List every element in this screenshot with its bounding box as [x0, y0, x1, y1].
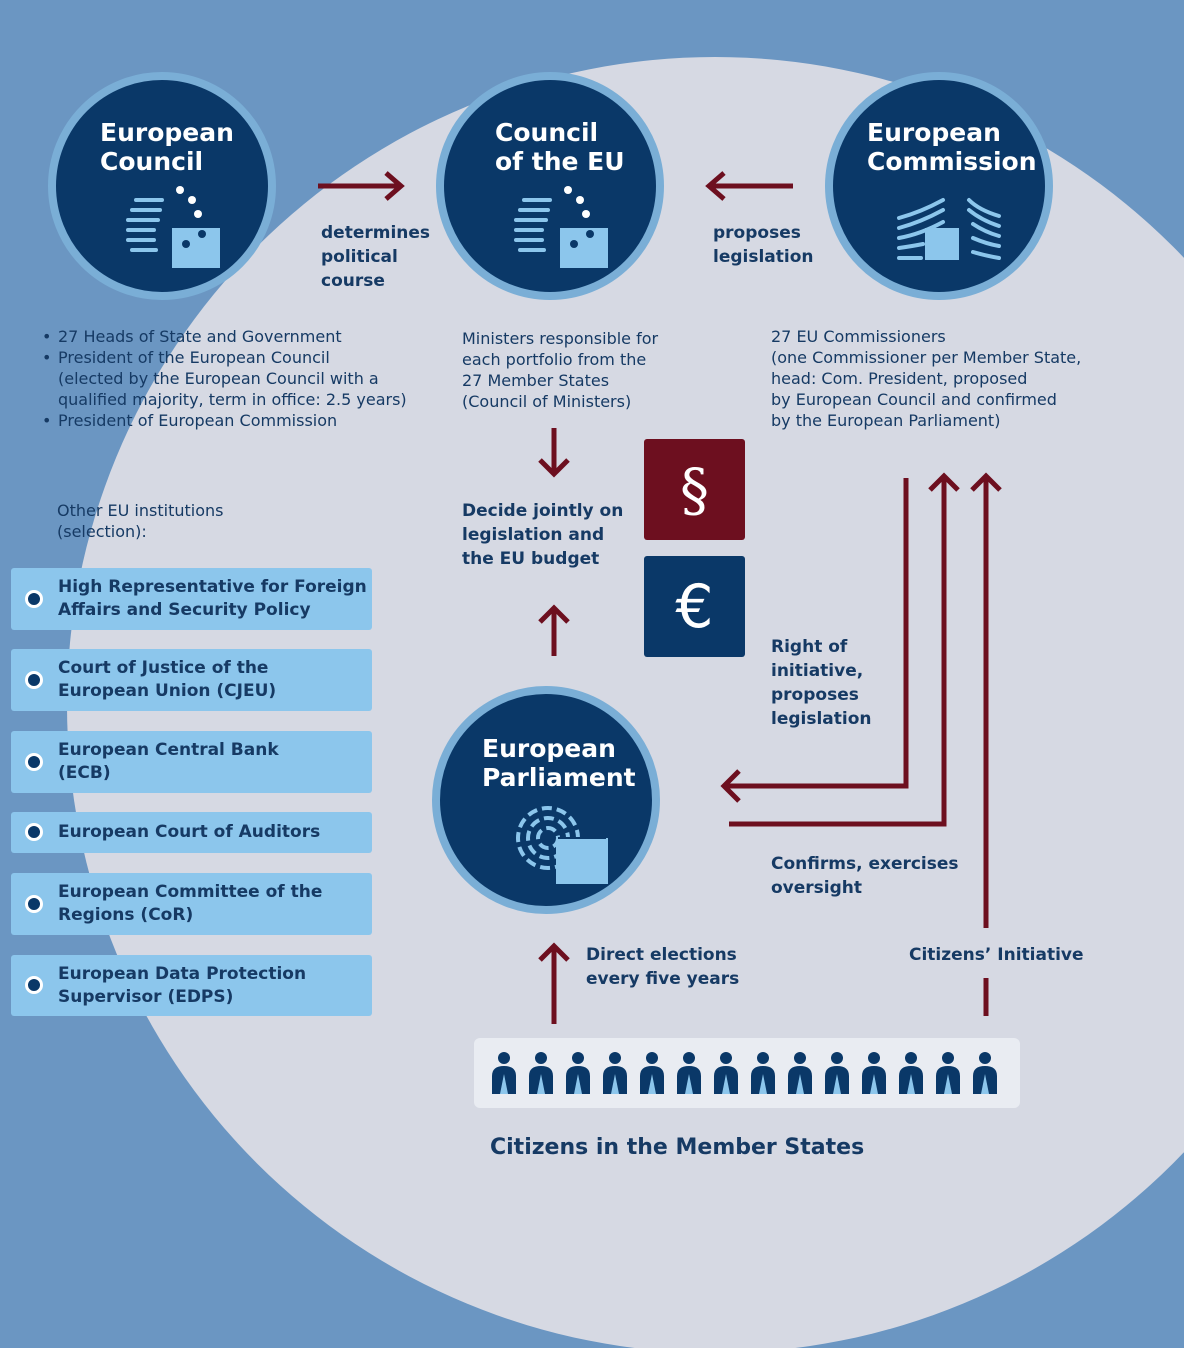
council-building-icon	[126, 186, 220, 268]
list-item: 27 Heads of State and Government	[40, 326, 407, 347]
person-icon	[640, 1052, 664, 1094]
person-icon	[936, 1052, 960, 1094]
bullet-icon	[25, 753, 43, 771]
paragraph-icon: §	[680, 455, 709, 524]
institution-box-cjeu: Court of Justice of the European Union (…	[11, 649, 372, 711]
paragraph-square: §	[644, 439, 745, 540]
bullet-icon	[25, 823, 43, 841]
institution-label: European Data Protection Supervisor (EDP…	[58, 963, 307, 1007]
arrow-up-decide	[538, 604, 570, 656]
label-citizens-initiative: Citizens’ Initiative	[909, 945, 1084, 965]
person-icon	[862, 1052, 886, 1094]
person-icon	[677, 1052, 701, 1094]
bullet-icon	[25, 976, 43, 994]
person-icon	[751, 1052, 775, 1094]
person-icon	[603, 1052, 627, 1094]
institution-box-ecb: European Central Bank (ECB)	[11, 731, 372, 793]
institution-box-edps: European Data Protection Supervisor (EDP…	[11, 955, 372, 1016]
person-icon	[973, 1052, 997, 1094]
label-direct-elections: Direct elections every five years	[586, 945, 740, 989]
label-right-of-initiative: Right of initiative, proposes legislatio…	[771, 637, 872, 729]
person-icon	[899, 1052, 923, 1094]
parliament-building-icon	[516, 806, 608, 884]
list-item: President of the European Council (elect…	[40, 347, 407, 410]
european-council-circle: European Council	[48, 72, 276, 300]
label-determines-political-course: determines political course	[321, 223, 431, 291]
european-council-title: European Council	[100, 118, 234, 176]
institution-box-high-representative: High Representative for Foreign Affairs …	[11, 568, 372, 630]
council-eu-circle: Council of the EU	[436, 72, 664, 300]
person-icon	[788, 1052, 812, 1094]
institution-box-court-of-auditors: European Court of Auditors	[11, 812, 372, 853]
person-icon	[492, 1052, 516, 1094]
european-council-members: 27 Heads of State and Government Preside…	[40, 326, 407, 431]
council-eu-members: Ministers responsible for each portfolio…	[462, 329, 659, 411]
arrow-citizens-initiative	[970, 472, 1002, 928]
bullet-icon	[25, 590, 43, 608]
list-item: President of European Commission	[40, 410, 407, 431]
parliament-circle: European Parliament	[432, 686, 660, 914]
commission-members: 27 EU Commissioners (one Commissioner pe…	[771, 327, 1082, 430]
institution-label: High Representative for Foreign Affairs …	[58, 577, 367, 620]
label-confirms-oversight: Confirms, exercises oversight	[771, 854, 959, 898]
label-proposes-legislation: proposes legislation	[713, 223, 814, 267]
commission-title: European Commission	[867, 118, 1037, 176]
institution-label: European Committee of the Regions (CoR)	[58, 882, 323, 925]
arrow-down-decide	[538, 428, 570, 478]
arrow-elections	[538, 942, 570, 1024]
euro-icon: €	[675, 571, 714, 642]
bullet-icon	[25, 671, 43, 689]
parliament-title: European Parliament	[482, 734, 636, 792]
person-icon	[529, 1052, 553, 1094]
institution-label: Court of Justice of the European Union (…	[58, 658, 277, 701]
council-building-icon	[514, 186, 608, 268]
institution-label: European Central Bank (ECB)	[58, 740, 279, 783]
arrow-proposes	[705, 171, 793, 201]
citizens-box	[474, 1038, 1020, 1108]
person-icon	[825, 1052, 849, 1094]
other-institutions-heading: Other EU institutions (selection):	[57, 501, 224, 541]
institution-box-cor: European Committee of the Regions (CoR)	[11, 873, 372, 935]
euro-square: €	[644, 556, 745, 657]
citizens-label: Citizens in the Member States	[490, 1135, 865, 1160]
arrows	[318, 171, 1002, 1024]
label-decide-jointly: Decide jointly on legislation and the EU…	[462, 501, 624, 569]
council-eu-title: Council of the EU	[495, 118, 625, 176]
person-icon	[566, 1052, 590, 1094]
commission-building-icon	[897, 198, 1001, 260]
bullet-icon	[25, 895, 43, 913]
person-icon	[714, 1052, 738, 1094]
arrow-confirms	[729, 472, 960, 827]
arrow-determines	[318, 171, 405, 201]
commission-circle: European Commission	[825, 72, 1053, 300]
institution-label: European Court of Auditors	[58, 822, 321, 842]
arrow-initiative	[720, 478, 909, 803]
